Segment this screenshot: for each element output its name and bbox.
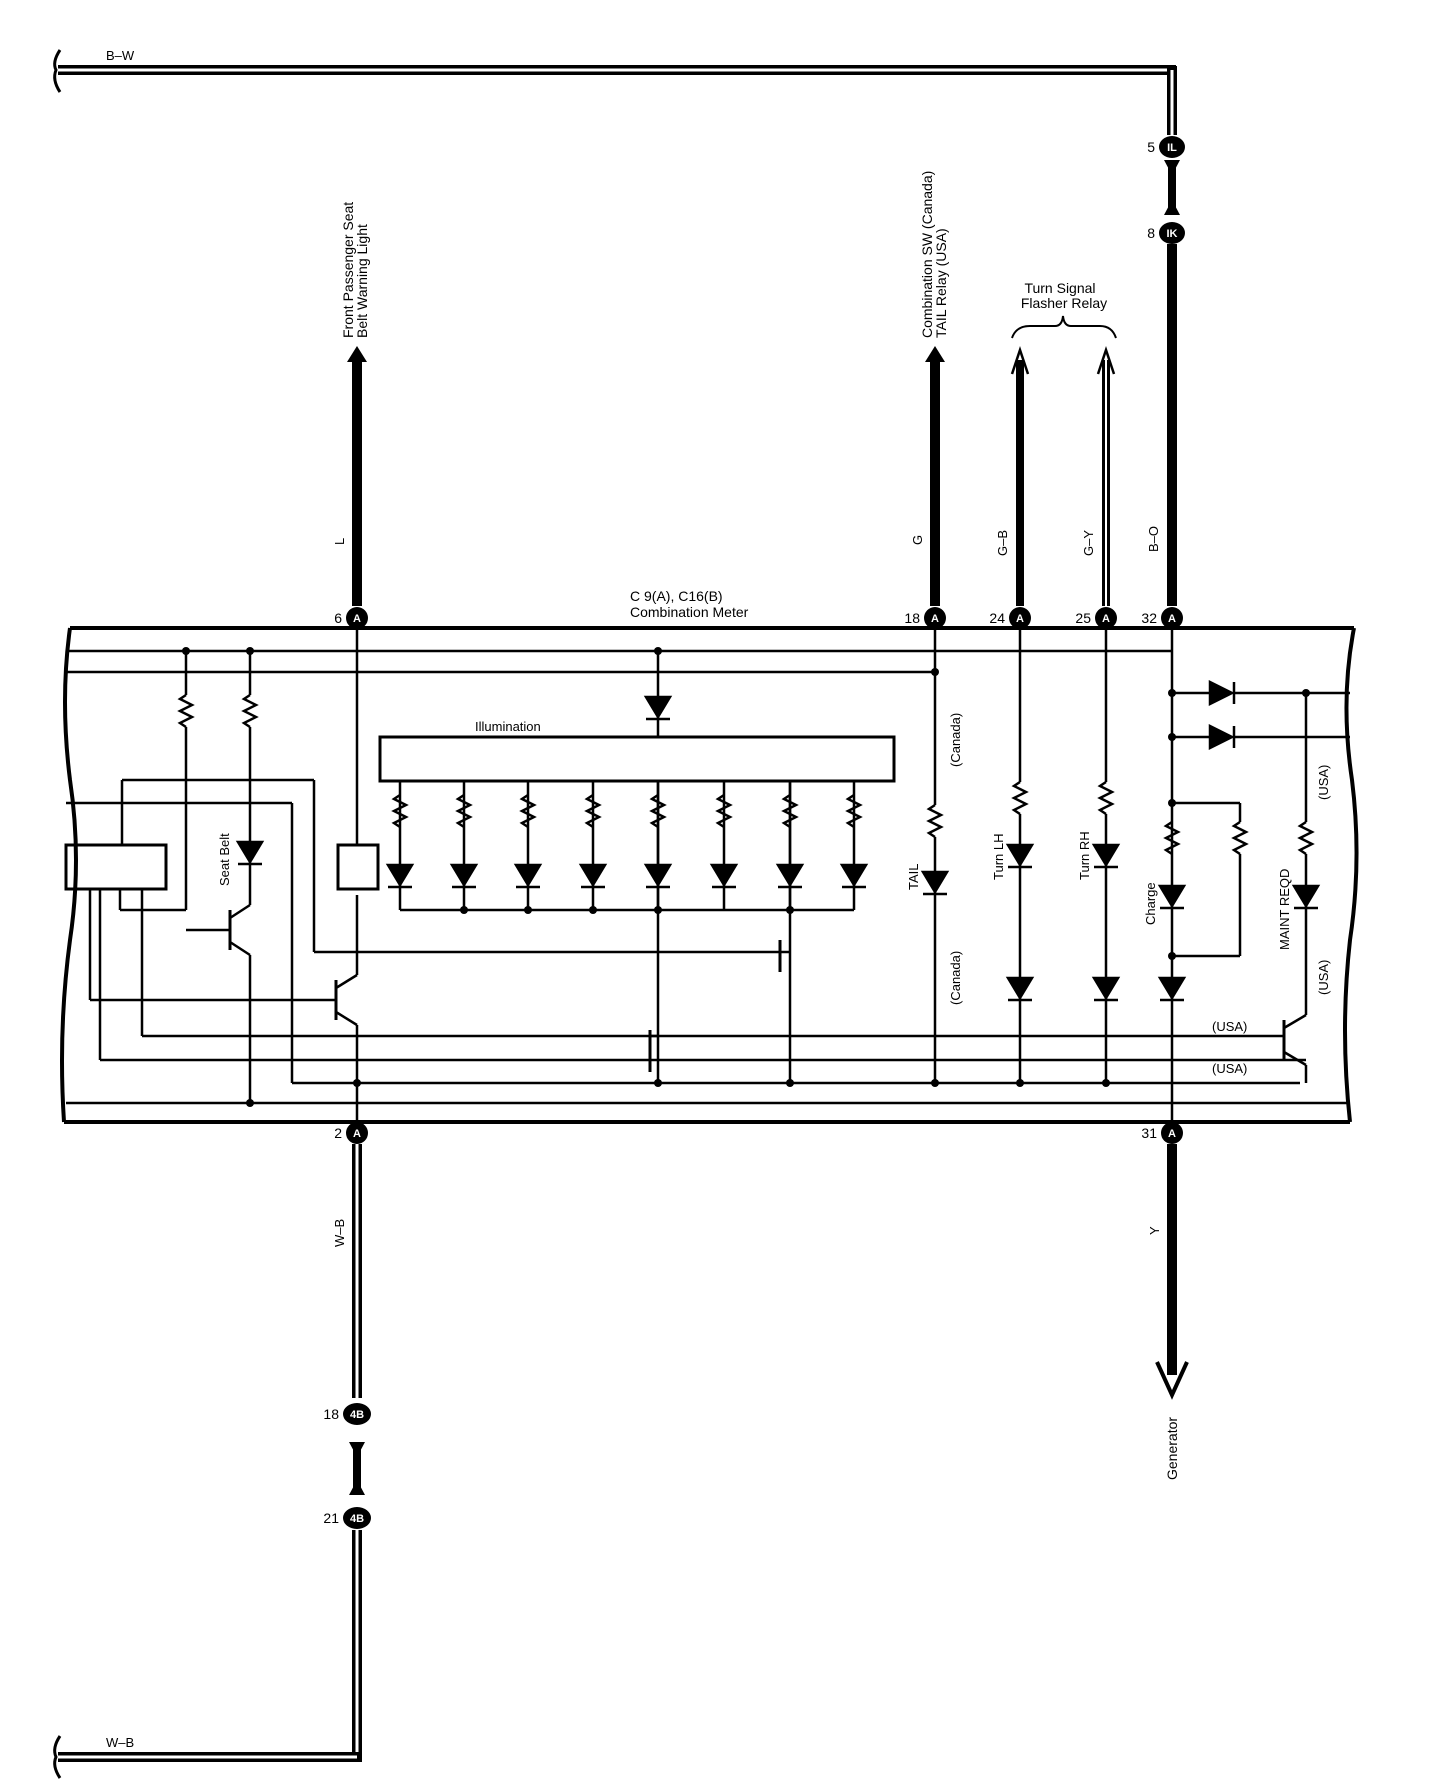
connector-4b-2-pin: 21	[323, 1510, 339, 1526]
wire-label-wb-bottom: W–B	[106, 1735, 134, 1750]
indicator-turn-rh: Turn RH	[1077, 831, 1092, 880]
indicator-turn-lh: Turn LH	[991, 834, 1006, 880]
dest-combo-line2: TAIL Relay (USA)	[933, 228, 949, 338]
connector-p2: A 2	[334, 1122, 368, 1144]
dest-seatbelt-line1: Front Passenger Seat	[340, 202, 356, 338]
meter-title-line1: C 9(A), C16(B)	[630, 588, 723, 604]
wire-label-bw: B–W	[106, 48, 135, 63]
connector-p18: A 18	[904, 607, 946, 629]
dest-seatbelt-line2: Belt Warning Light	[354, 224, 370, 338]
meter-title-line2: Combination Meter	[630, 604, 749, 620]
wire-bw-top	[53, 49, 1177, 135]
connector-p31: A 31	[1141, 1122, 1183, 1144]
connector-il-pin: 5	[1147, 139, 1155, 155]
note-canada-2: (Canada)	[948, 951, 963, 1005]
indicator-tail: TAIL	[906, 864, 921, 891]
connector-p18-pin: 18	[904, 610, 920, 626]
indicator-seat-belt: Seat Belt	[217, 833, 232, 886]
connector-il: IL 5	[1147, 136, 1185, 158]
illumination-label: Illumination	[475, 719, 541, 734]
dest-turn-relay-line2: Flasher Relay	[1021, 295, 1107, 311]
combination-meter-box	[60, 626, 1359, 1124]
wire-label-y: Y	[1147, 1226, 1162, 1235]
turn-relay-bracket	[1011, 315, 1117, 339]
wire-label-wb-vertical: W–B	[332, 1219, 347, 1247]
connector-4b-1: 4B 18	[323, 1403, 371, 1425]
dest-generator: Generator	[1164, 1417, 1180, 1480]
junction-dots	[182, 647, 1310, 1107]
connector-p31-pin: 31	[1141, 1125, 1157, 1141]
connector-p2-code: A	[353, 1128, 361, 1140]
wire-g	[925, 346, 945, 606]
indicator-charge: Charge	[1143, 882, 1158, 925]
illumination-leds	[385, 781, 869, 910]
connector-p18-code: A	[931, 613, 939, 625]
wire-y	[1155, 1144, 1189, 1400]
wire-label-l: L	[332, 538, 347, 545]
connector-p25: A 25	[1075, 607, 1117, 629]
note-canada-1: (Canada)	[948, 713, 963, 767]
connector-4b-2-code: 4B	[350, 1513, 364, 1525]
dest-combo-line1: Combination SW (Canada)	[919, 171, 935, 338]
connector-4b-2: 4B 21	[323, 1507, 371, 1529]
note-usa-1: (USA)	[1316, 765, 1331, 800]
wire-label-g: G	[910, 535, 925, 545]
connector-p25-code: A	[1102, 613, 1110, 625]
connector-p31-code: A	[1168, 1128, 1176, 1140]
wire-gy	[1096, 346, 1116, 606]
connector-p24-code: A	[1016, 613, 1024, 625]
connector-p32-code: A	[1168, 613, 1176, 625]
connector-p24-pin: 24	[989, 610, 1005, 626]
note-usa-3: (USA)	[1212, 1019, 1247, 1034]
wire-label-gy: G–Y	[1081, 530, 1096, 556]
connector-p6: A 6	[334, 607, 368, 629]
connector-p6-pin: 6	[334, 610, 342, 626]
dest-turn-relay-line1: Turn Signal	[1024, 280, 1095, 296]
wire-label-gb: G–B	[995, 530, 1010, 556]
note-usa-4: (USA)	[1212, 1061, 1247, 1076]
connector-ik: IK 8	[1147, 222, 1185, 244]
note-usa-2: (USA)	[1316, 960, 1331, 995]
internal-circuit	[64, 628, 1350, 1140]
connector-4b-1-code: 4B	[350, 1409, 364, 1421]
connector-4b-1-pin: 18	[323, 1406, 339, 1422]
connector-p25-pin: 25	[1075, 610, 1091, 626]
connector-ik-code: IK	[1167, 228, 1178, 240]
wire-l	[347, 346, 367, 606]
connector-p24: A 24	[989, 607, 1031, 629]
connector-il-code: IL	[1167, 142, 1177, 154]
connector-p2-pin: 2	[334, 1125, 342, 1141]
connector-il-ik	[1164, 160, 1180, 215]
indicator-maint: MAINT REQD	[1277, 869, 1292, 950]
wire-label-bo: B–O	[1146, 526, 1161, 552]
connector-p32: A 32	[1141, 607, 1183, 629]
connector-p32-pin: 32	[1141, 610, 1157, 626]
connector-ik-pin: 8	[1147, 225, 1155, 241]
connector-p6-code: A	[353, 613, 361, 625]
wire-gb	[1010, 346, 1030, 606]
wire-wb	[53, 1144, 365, 1779]
